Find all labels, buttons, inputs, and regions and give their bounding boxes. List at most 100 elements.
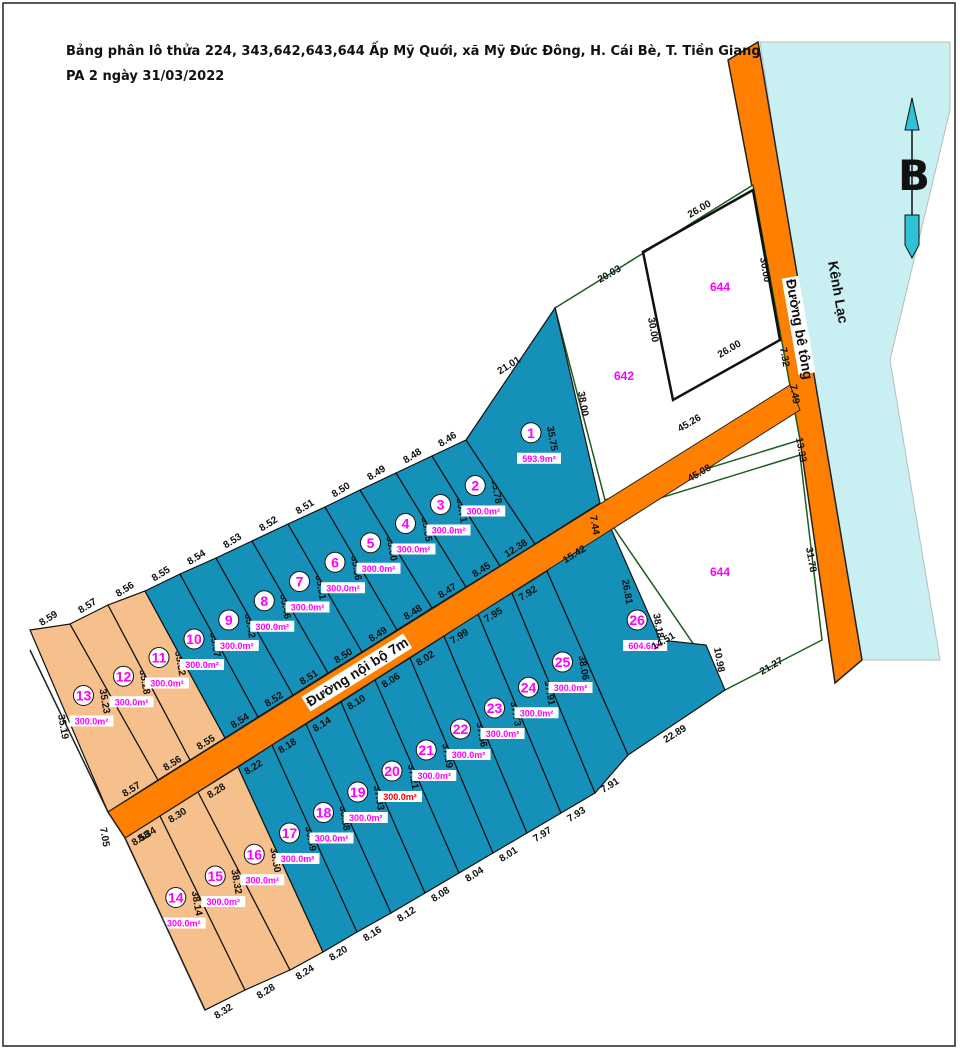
lot-number-badge <box>243 843 265 865</box>
parcel-label-642: 642 <box>614 369 634 383</box>
lot-area-bg <box>161 917 206 929</box>
lot-number: 10 <box>186 631 202 647</box>
lot-area-bg <box>69 715 114 727</box>
lot-number: 5 <box>367 535 375 551</box>
north-arrow-icon: B <box>898 97 930 260</box>
lot-number: 1 <box>527 425 535 441</box>
lot-number: 23 <box>487 700 503 716</box>
lot-depth: 35.23 <box>97 688 112 715</box>
lot-number: 19 <box>350 784 366 800</box>
lot-area: 300.0m² <box>554 683 588 693</box>
lot-area-bg <box>446 749 491 760</box>
lot-number-badge <box>381 760 403 782</box>
dim-d1333: 13.33 <box>793 437 808 464</box>
lot-number-badge <box>430 494 451 515</box>
lot-area: 300.0m² <box>150 679 184 689</box>
lot-number: 20 <box>384 763 400 779</box>
dim-d3000a: 30.00 <box>757 257 772 284</box>
lot-area-bg <box>240 874 285 886</box>
lot-number-badge <box>626 609 648 631</box>
lot-number: 6 <box>331 554 339 570</box>
lot-area: 300.0m² <box>383 792 417 802</box>
dim-d3178: 31.78 <box>803 547 818 574</box>
lot-number: 24 <box>521 679 537 695</box>
lot-area: 300.0m² <box>520 708 554 718</box>
lot-area: 300.0m² <box>167 919 201 929</box>
lot-depth: 38.18 <box>650 613 665 640</box>
lot-number-badge <box>113 665 134 687</box>
north-label: B <box>898 151 930 200</box>
lot-area: 300.0m² <box>486 729 520 739</box>
lot-area: 300.0m² <box>362 564 396 574</box>
lot-number-badge <box>518 676 539 698</box>
parcel-643-boundary <box>641 188 782 402</box>
lot-area-bg <box>356 562 401 574</box>
lot-number: 9 <box>225 612 233 628</box>
lot-area-bg <box>517 452 561 464</box>
lot-area: 300.0m² <box>326 583 360 593</box>
lot-number: 2 <box>471 478 479 494</box>
lot-number-badge <box>289 571 310 592</box>
lot-area-bg <box>201 896 246 907</box>
lot-area-bg <box>109 696 154 708</box>
lot-area: 300.0m² <box>466 507 500 517</box>
lot-area-bg <box>412 770 457 781</box>
lot-area: 300.0m² <box>417 771 451 781</box>
lot-number-badge <box>204 865 226 887</box>
lot-area-bg <box>214 640 259 651</box>
lot-number-badge <box>415 739 437 761</box>
lot-number: 3 <box>437 497 445 513</box>
lot-area-bg <box>514 707 559 719</box>
dim-d744: 7.44 <box>587 515 601 537</box>
dim-d732: 7.32 <box>777 347 791 369</box>
lot-area: 593.9m² <box>522 454 556 464</box>
lot-number: 12 <box>116 668 132 684</box>
lot-area-bg <box>180 659 224 670</box>
lot-number-badge <box>165 887 187 908</box>
lot-number-badge <box>552 651 573 673</box>
dim-d2681: 26.81 <box>619 579 634 606</box>
lot-area-bg <box>391 543 436 555</box>
lot-number-badge <box>324 551 346 573</box>
lot-number-badge <box>279 822 300 844</box>
lot-area-bg <box>285 601 330 613</box>
lot-number: 18 <box>316 805 332 821</box>
lot-number: 22 <box>453 721 469 737</box>
lot-number-badge <box>183 628 205 650</box>
lot-area-bg <box>250 620 295 632</box>
page-subtitle: PA 2 ngày 31/03/2022 <box>66 69 224 84</box>
lot-number: 7 <box>296 574 304 590</box>
lot-number-badge <box>484 697 505 719</box>
bottom-back-dim: 8.28 <box>255 982 278 1002</box>
lot-number-badge <box>347 781 369 803</box>
dim-d3000b: 30.00 <box>645 317 660 344</box>
lot-area: 300.0m² <box>432 526 466 536</box>
lot-number: 15 <box>207 868 223 884</box>
dim-d1098: 10.98 <box>711 647 726 674</box>
lot-number-badge <box>360 532 381 554</box>
lot-number: 21 <box>418 742 434 758</box>
lot-number: 14 <box>168 890 184 906</box>
lot-area-bg <box>275 853 320 864</box>
lot-number-badge <box>395 513 416 534</box>
lot-area: 300.0m² <box>397 545 431 555</box>
parcel-label-644: 644 <box>710 565 730 579</box>
lot-area: 300.0m² <box>115 697 149 707</box>
lot-area: 300.0m² <box>75 717 109 727</box>
lot-area: 300.0m² <box>220 641 254 651</box>
lot-area-bg <box>480 728 525 739</box>
lot-number: 4 <box>402 516 410 532</box>
dim-d3800: 38.00 <box>575 391 590 418</box>
lot-area: 300.0m² <box>255 622 289 632</box>
